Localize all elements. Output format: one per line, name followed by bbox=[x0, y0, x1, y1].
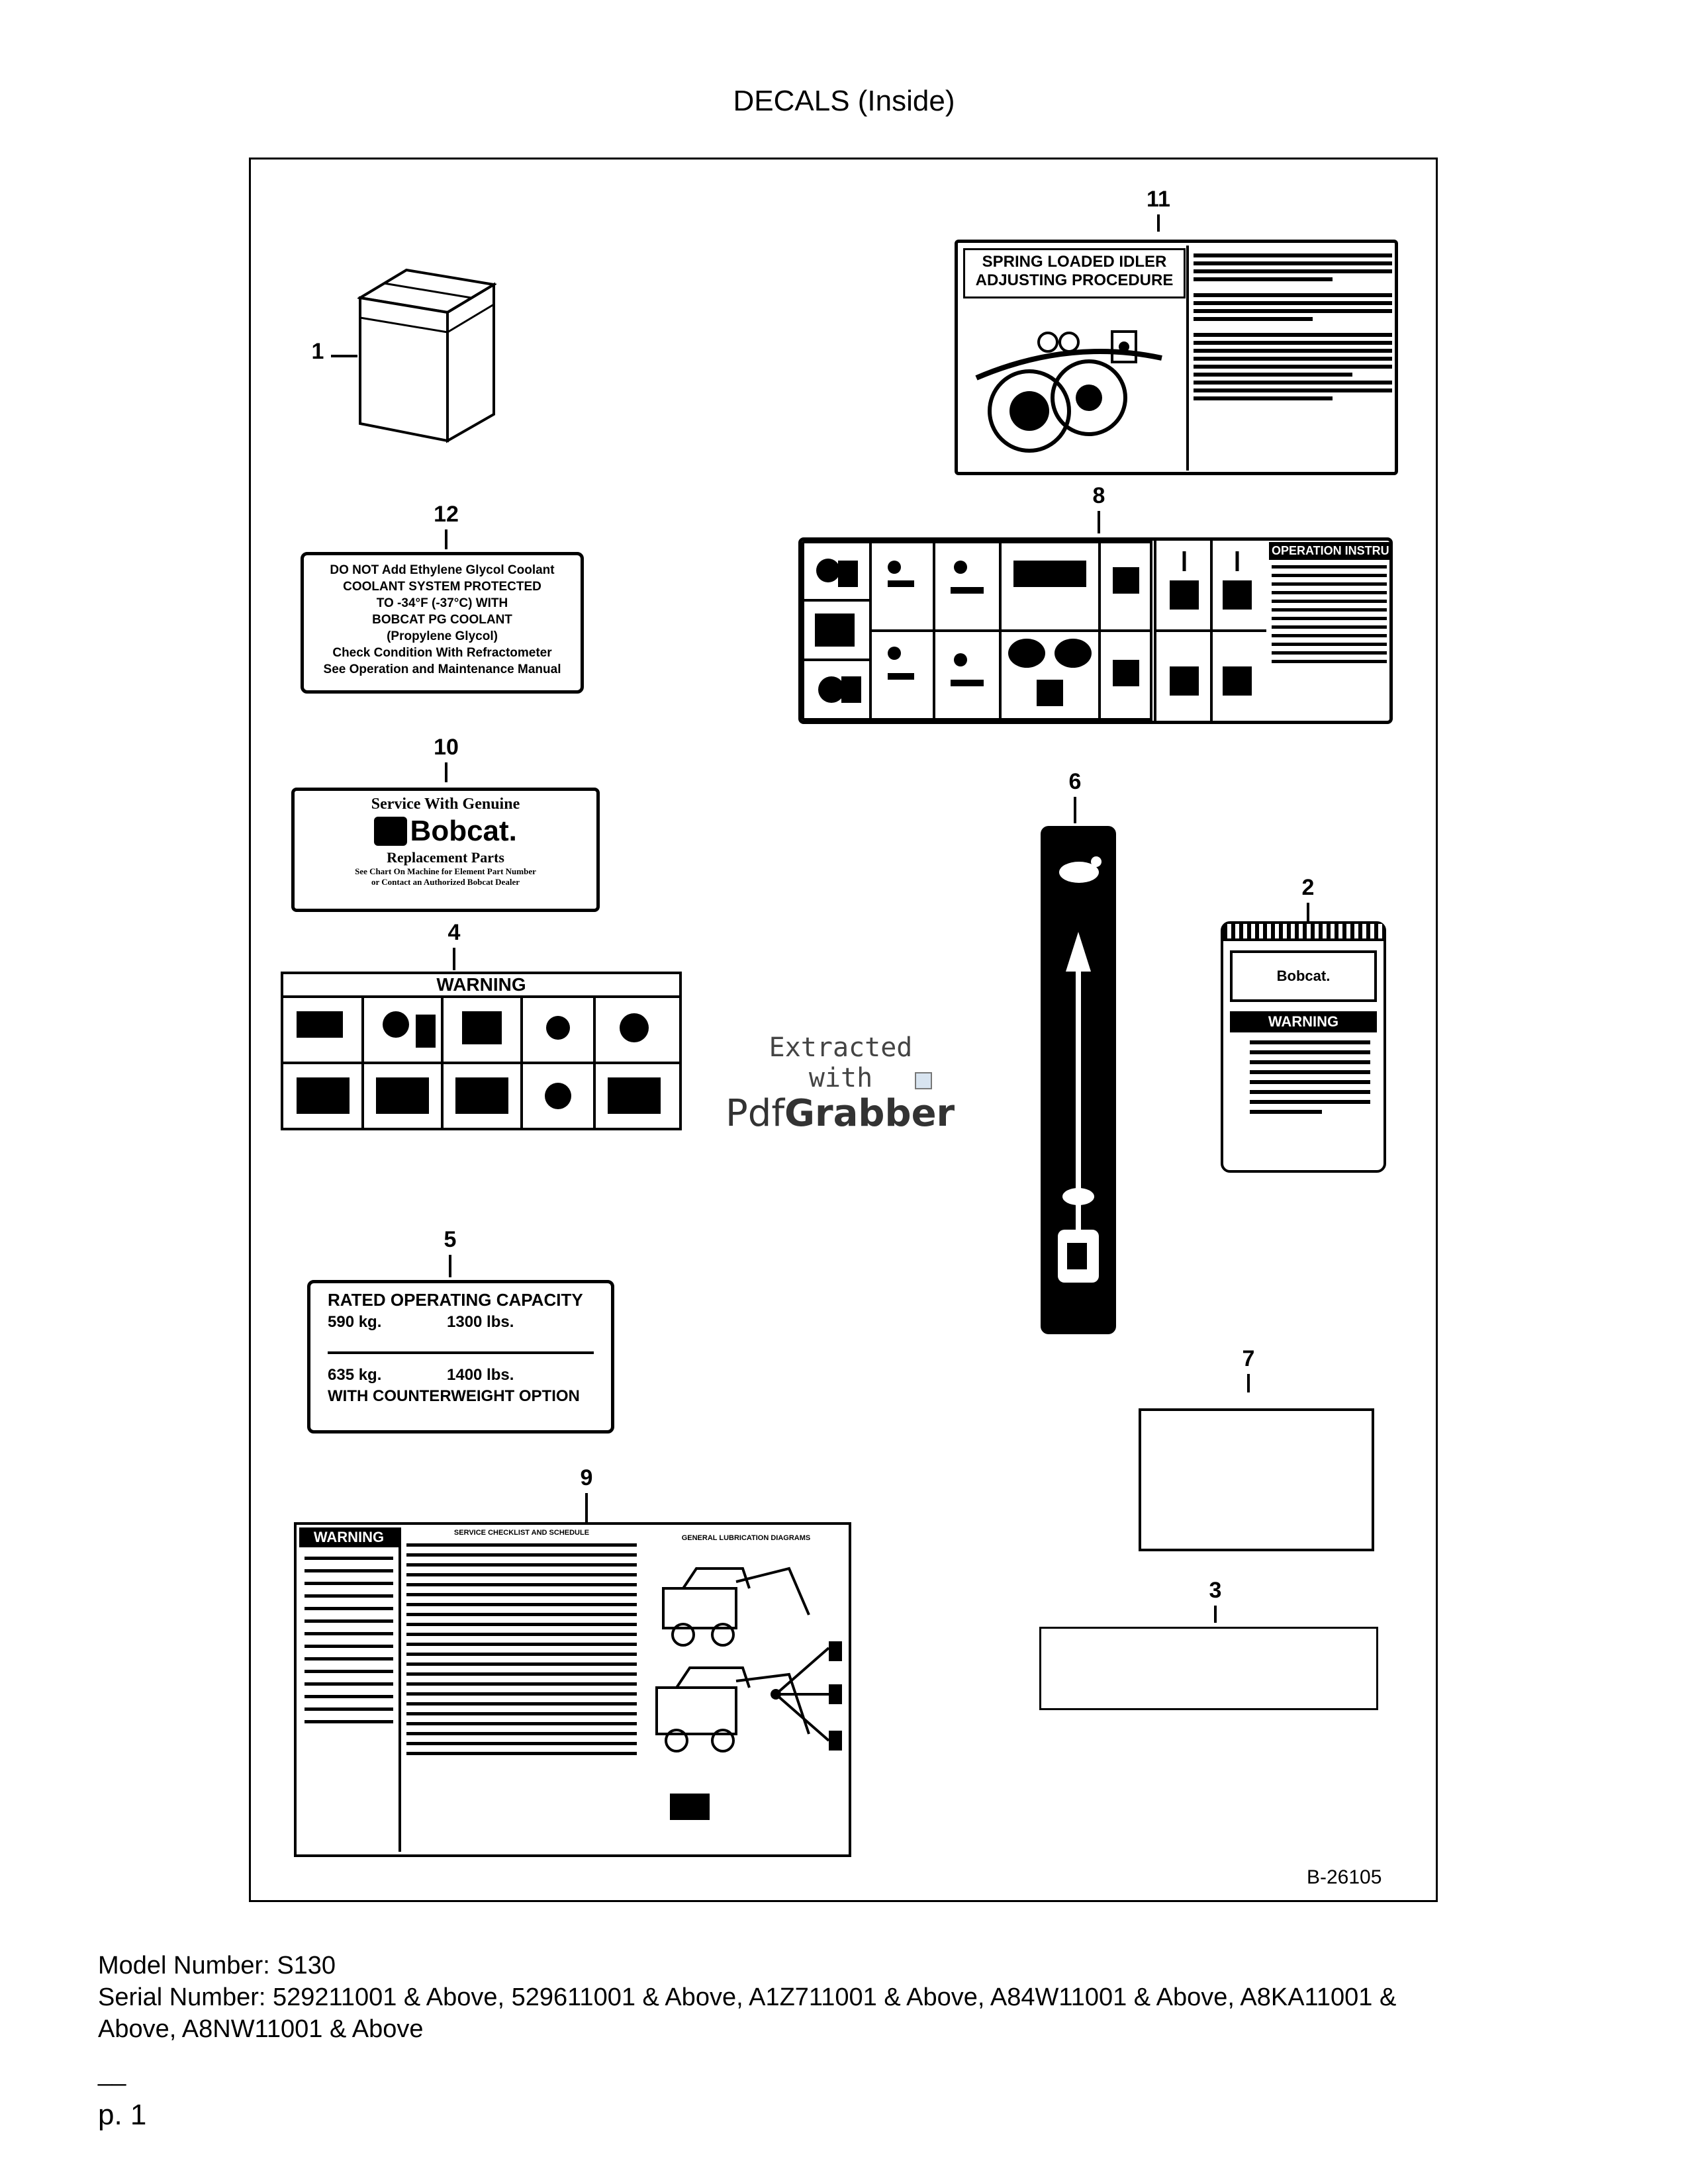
decal-3-blank bbox=[1039, 1627, 1378, 1710]
model-number: Model Number: S130 bbox=[98, 1952, 336, 1979]
leader-11 bbox=[1157, 214, 1160, 232]
watermark-extracted: Extracted bbox=[769, 1032, 913, 1063]
decal-8-operation-instructions: OPERATION INSTRUCTIONS bbox=[798, 537, 1393, 724]
decal-5-divider bbox=[328, 1351, 594, 1354]
decal-10-line-3: See Chart On Machine for Element Part Nu… bbox=[355, 866, 536, 877]
box-part-icon bbox=[357, 268, 496, 443]
bobcat-logo-icon bbox=[374, 817, 408, 846]
decal-12-line-6: Check Condition With Refractometer bbox=[332, 646, 552, 660]
leader-4 bbox=[453, 948, 455, 970]
decal-8-instructions: OPERATION INSTRUCTIONS bbox=[1269, 542, 1389, 719]
turtle-slow-icon bbox=[1051, 1178, 1105, 1218]
leader-5 bbox=[449, 1255, 451, 1277]
callout-2: 2 bbox=[1301, 875, 1315, 900]
decal-10-line-4: or Contact an Authorized Bobcat Dealer bbox=[371, 876, 520, 887]
callout-11: 11 bbox=[1147, 187, 1170, 212]
decal-6-throttle-strip bbox=[1041, 826, 1116, 1334]
page-number: p. 1 bbox=[98, 2099, 147, 2131]
decal-4-pictograms bbox=[283, 998, 679, 1128]
decal-7-blank bbox=[1139, 1408, 1374, 1551]
serial-number-line-2: Above, A8NW11001 & Above bbox=[98, 2015, 424, 2043]
watermark-brand-pdf: Pdf bbox=[726, 1092, 785, 1135]
decal-5-rated-capacity: RATED OPERATING CAPACITY 590 kg. 1300 lbs… bbox=[307, 1280, 614, 1433]
decal-8-pictograms bbox=[802, 541, 1152, 721]
leader-8 bbox=[1098, 511, 1100, 533]
decal-11-instructions-text bbox=[1194, 250, 1392, 404]
decal-10-line-2: Replacement Parts bbox=[387, 849, 504, 866]
decal-2-warning: WARNING bbox=[1230, 1011, 1377, 1032]
leader-1 bbox=[331, 355, 357, 357]
decal-9-lubrication-column: GENERAL LUBRICATION DIAGRAMS bbox=[643, 1527, 849, 1852]
callout-7: 7 bbox=[1242, 1346, 1255, 1371]
decal-5-row2-kg: 635 kg. bbox=[328, 1366, 382, 1384]
decal-12-line-3: TO -34°F (-37°C) WITH bbox=[376, 596, 508, 610]
leader-7 bbox=[1247, 1374, 1250, 1392]
watermark-brand-grabber: Grabber bbox=[784, 1092, 955, 1135]
decal-5-row1-kg: 590 kg. bbox=[328, 1313, 382, 1331]
decal-10-brand: Bobcat. bbox=[410, 815, 517, 848]
leader-12 bbox=[445, 529, 447, 549]
watermark-brand: PdfGrabber bbox=[726, 1092, 955, 1135]
decal-5-heading: RATED OPERATING CAPACITY bbox=[328, 1290, 583, 1310]
watermark-with: with bbox=[808, 1063, 873, 1093]
figure-code: B-26105 bbox=[1307, 1866, 1382, 1888]
callout-8: 8 bbox=[1092, 483, 1105, 508]
illustration-frame bbox=[249, 158, 1438, 1902]
leader-9 bbox=[585, 1493, 588, 1522]
decal-4-heading: WARNING bbox=[283, 974, 679, 998]
decal-9-checklist-heading: SERVICE CHECKLIST AND SCHEDULE bbox=[453, 1529, 590, 1537]
callout-5: 5 bbox=[444, 1227, 457, 1252]
decal-12-line-1: DO NOT Add Ethylene Glycol Coolant bbox=[330, 563, 555, 577]
callout-1: 1 bbox=[311, 339, 324, 364]
decal-9-service-checklist: WARNING SERVICE CHECKLIST AND SCHEDULE G… bbox=[294, 1522, 851, 1857]
callout-9: 9 bbox=[580, 1465, 593, 1490]
decal-2-brand: Bobcat. bbox=[1276, 968, 1331, 984]
decal-9-lubrication-heading: GENERAL LUBRICATION DIAGRAMS bbox=[681, 1534, 811, 1542]
callout-4: 4 bbox=[447, 920, 461, 945]
leader-2 bbox=[1307, 903, 1309, 923]
decal-10-line-1: Service With Genuine bbox=[371, 796, 520, 813]
callout-12: 12 bbox=[434, 502, 459, 527]
decal-12-line-2: COOLANT SYSTEM PROTECTED bbox=[343, 580, 541, 594]
decal-5-option: WITH COUNTERWEIGHT OPTION bbox=[328, 1387, 580, 1405]
decal-11-heading-2: ADJUSTING PROCEDURE bbox=[975, 271, 1174, 289]
loader-lubrication-diagram-icon bbox=[655, 1567, 842, 1820]
callout-3: 3 bbox=[1209, 1578, 1222, 1603]
leader-10 bbox=[445, 762, 447, 782]
decal-2-manual-booklet: Bobcat. WARNING bbox=[1221, 921, 1386, 1173]
pdfgrabber-logo-icon bbox=[915, 1072, 932, 1089]
spiral-binding bbox=[1223, 924, 1383, 941]
decal-4-warning: WARNING bbox=[281, 972, 682, 1130]
callout-10: 10 bbox=[434, 735, 459, 760]
decal-11-heading-1: SPRING LOADED IDLER bbox=[982, 253, 1167, 271]
belt-idler-diagram-icon bbox=[975, 330, 1162, 453]
page-rule: __ bbox=[98, 2059, 126, 2087]
decal-11-idler-procedure: SPRING LOADED IDLER ADJUSTING PROCEDURE bbox=[955, 240, 1398, 475]
decal-8-heading: OPERATION INSTRUCTIONS bbox=[1269, 542, 1389, 560]
callout-6: 6 bbox=[1068, 769, 1082, 794]
serial-number-line-1: Serial Number: 529211001 & Above, 529611… bbox=[98, 1983, 1397, 2011]
rabbit-fast-icon bbox=[1051, 839, 1105, 892]
decal-9-warning-column: WARNING bbox=[299, 1527, 401, 1852]
leader-3 bbox=[1214, 1606, 1217, 1623]
decal-11-divider bbox=[1186, 246, 1189, 471]
decal-5-row1-lbs: 1300 lbs. bbox=[447, 1313, 514, 1331]
decal-5-row2-lbs: 1400 lbs. bbox=[447, 1366, 514, 1384]
decal-8-controls bbox=[1154, 541, 1269, 721]
decal-10-genuine-parts: Service With Genuine Bobcat. Replacement… bbox=[291, 788, 600, 912]
decal-12-line-5: (Propylene Glycol) bbox=[387, 629, 498, 643]
decal-12-line-4: BOBCAT PG COOLANT bbox=[372, 613, 512, 627]
decal-12-line-7: See Operation and Maintenance Manual bbox=[323, 662, 561, 676]
decal-9-checklist-column: SERVICE CHECKLIST AND SCHEDULE bbox=[402, 1527, 641, 1852]
page-title: DECALS (Inside) bbox=[733, 85, 955, 117]
decal-12-coolant: DO NOT Add Ethylene Glycol Coolant COOLA… bbox=[301, 552, 584, 694]
leader-6 bbox=[1074, 797, 1076, 823]
decal-9-warning: WARNING bbox=[299, 1527, 399, 1547]
